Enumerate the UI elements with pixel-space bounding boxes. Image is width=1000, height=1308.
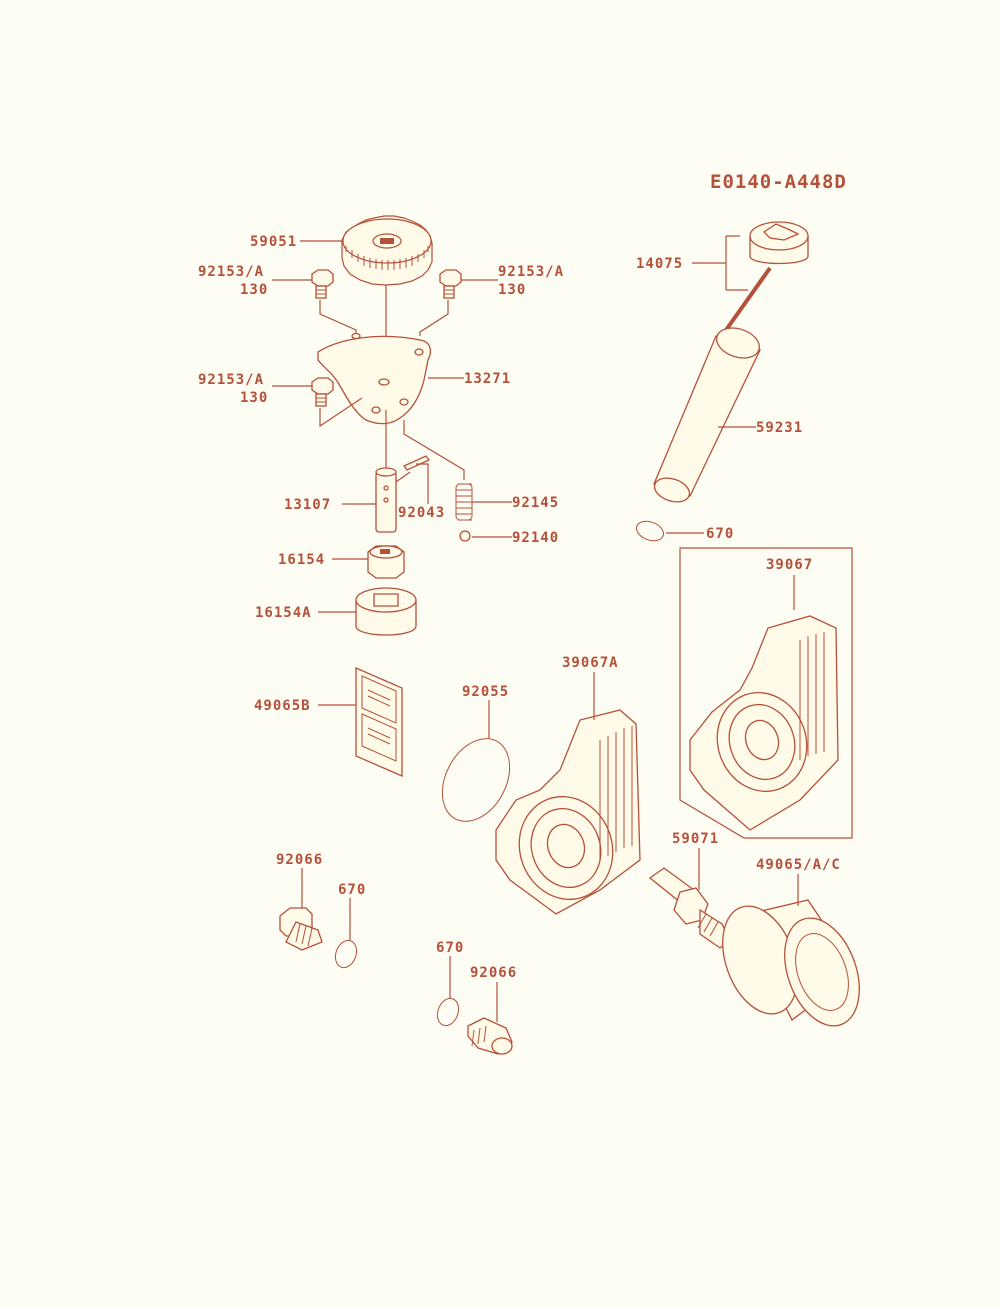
- screen-part[interactable]: [355, 667, 403, 777]
- label-bolt-mid-torque: 130: [240, 390, 268, 406]
- label-oring-bottom: 670: [436, 940, 464, 956]
- label-drain-plug-left: 92066: [276, 852, 323, 868]
- label-oring-left: 670: [338, 882, 366, 898]
- dipstick-part[interactable]: [724, 221, 809, 332]
- label-spring: 92145: [512, 495, 559, 511]
- label-fitting: 59071: [672, 831, 719, 847]
- label-bolt-top-right: 92153/A: [498, 264, 564, 280]
- cover-part[interactable]: [689, 615, 839, 831]
- label-shaft: 13107: [284, 497, 331, 513]
- gasket-large-part[interactable]: [429, 727, 523, 833]
- label-outer-rotor: 16154A: [255, 605, 312, 621]
- label-ball: 92140: [512, 530, 559, 546]
- label-oring-tube: 670: [706, 526, 734, 542]
- spring-part[interactable]: [455, 483, 473, 521]
- plate-part[interactable]: [317, 332, 432, 425]
- pin-part[interactable]: [402, 455, 431, 471]
- cover-a-part[interactable]: [495, 709, 641, 915]
- bolt-top-right-part[interactable]: [439, 269, 462, 299]
- filler-tube-part[interactable]: [651, 323, 763, 506]
- label-drain-plug-bottom: 92066: [470, 965, 517, 981]
- label-bolt-mid: 92153/A: [198, 372, 264, 388]
- outer-rotor-part[interactable]: [355, 587, 417, 636]
- label-cover: 39067: [766, 557, 813, 573]
- label-gear: 59051: [250, 234, 297, 250]
- label-pin: 92043: [398, 505, 445, 521]
- label-bolt-top-left: 92153/A: [198, 264, 264, 280]
- label-plate: 13271: [464, 371, 511, 387]
- drain-plug-left-part[interactable]: [279, 907, 323, 951]
- drain-plug-bottom-part[interactable]: [467, 1017, 513, 1055]
- label-oil-filter: 49065/A/C: [756, 857, 841, 873]
- fitting-part[interactable]: [648, 867, 731, 949]
- bolt-mid-part[interactable]: [311, 377, 334, 407]
- label-gasket-large: 92055: [462, 684, 509, 700]
- oring-tube-part[interactable]: [634, 518, 666, 544]
- ball-part[interactable]: [459, 530, 471, 542]
- label-inner-rotor: 16154: [278, 552, 325, 568]
- gear-part[interactable]: [341, 215, 433, 286]
- label-filler-tube: 59231: [756, 420, 803, 436]
- label-bolt-top-right-torque: 130: [498, 282, 526, 298]
- bolt-top-left-part[interactable]: [311, 269, 334, 299]
- shaft-part[interactable]: [375, 467, 397, 533]
- diagram-code: E0140-A448D: [710, 171, 847, 193]
- label-cover-a: 39067A: [562, 655, 619, 671]
- inner-rotor-part[interactable]: [367, 545, 405, 579]
- label-dipstick: 14075: [636, 256, 683, 272]
- label-bolt-top-left-torque: 130: [240, 282, 268, 298]
- label-screen: 49065B: [254, 698, 311, 714]
- oil-filter-part[interactable]: [709, 896, 873, 1037]
- oring-left-part[interactable]: [332, 937, 360, 970]
- oring-bottom-part[interactable]: [434, 995, 462, 1028]
